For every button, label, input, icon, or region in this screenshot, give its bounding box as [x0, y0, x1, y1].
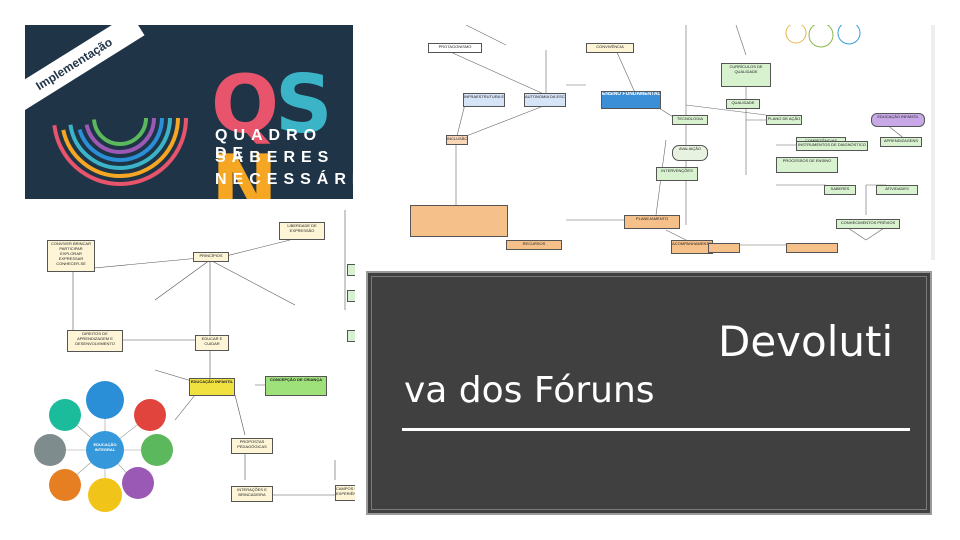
- map-node: CURRÍCULOS DE QUALIDADE: [721, 63, 771, 87]
- slide-title-line-1: Devoluti: [718, 317, 894, 366]
- map-circle-label: EDUCAÇÃO INTEGRAL: [93, 442, 117, 452]
- map-node: [410, 205, 508, 237]
- map-circle: [34, 434, 66, 466]
- map-circle: [49, 469, 81, 501]
- map-node: QUALIDADE: [726, 99, 760, 109]
- map-circle: [122, 467, 154, 499]
- map-circle: [141, 434, 173, 466]
- slide-title-line-2: va dos Fóruns: [404, 370, 655, 411]
- map-circle: [49, 399, 81, 431]
- title-panel: Devoluti va dos Fóruns: [366, 271, 932, 515]
- map-node: INFRAESTRUTURA E RECURSOS: [463, 93, 505, 107]
- map-node: PLANO DE AÇÃO: [766, 115, 802, 125]
- logo-letter: N: [211, 138, 278, 200]
- map-top-edge: [931, 25, 935, 260]
- map-node: [347, 330, 355, 342]
- map-node: CONHECIMENTOS PRÉVIOS: [836, 219, 900, 229]
- map-node: SABERES: [824, 185, 856, 195]
- map-circle: [86, 381, 124, 419]
- logo-letter: Q: [211, 58, 279, 151]
- title-underline: [402, 428, 910, 431]
- map-node: CAMPOS DE EXPERIÊNCIA: [335, 485, 355, 501]
- map-node: INTERAÇÕES E BRINCADEIRA: [231, 486, 273, 502]
- map-node: ENSINO FUNDAMENTAL: [601, 91, 661, 109]
- map-node: [347, 290, 355, 302]
- logo-letter: S: [275, 58, 333, 151]
- qsn-wordmark: QSN: [211, 58, 353, 200]
- map-circle: [134, 399, 166, 431]
- spiral-logo-icon: [52, 50, 188, 186]
- map-node: CONVIVER BRINCAR PARTICIPAR EXPLORAR EXP…: [47, 240, 95, 272]
- map-node: AUTONOMIA DA ESCOLA: [524, 93, 566, 107]
- map-node: AVALIAÇÃO: [672, 145, 708, 161]
- map-node: [708, 243, 740, 253]
- map-node: RECURSOS: [506, 240, 562, 250]
- map-circle: [86, 431, 124, 469]
- map-circle: [88, 478, 122, 512]
- logo-line-1: QUADRO DE: [215, 127, 323, 162]
- map-node: EDUCAR E CUIDAR: [195, 335, 229, 351]
- map-node: [347, 264, 355, 276]
- map-node: INTERVENÇÕES: [656, 167, 698, 181]
- concept-map-left: CONVIVER BRINCAR PARTICIPAR EXPLORAR EXP…: [25, 210, 355, 515]
- map-node: CONCEPÇÃO DE CRIANÇA: [265, 376, 327, 396]
- map-node: EDUCAÇÃO INFANTIL: [189, 378, 235, 396]
- concept-map-left-lines: [34, 210, 346, 512]
- map-node: PROTAGONISMO: [428, 43, 482, 53]
- map-node: TECNOLOGIA: [672, 115, 708, 125]
- concept-map-top: PROTAGONISMO CONVIVÊNCIA ENSINO FUNDAMEN…: [366, 25, 935, 260]
- logo-line-2: SABERES: [215, 149, 335, 166]
- map-node: INSTRUMENTOS DE DIAGNÓSTICO: [796, 141, 868, 151]
- map-node: CONVIVÊNCIA: [586, 43, 634, 53]
- logo-line-3: NECESSÁRIOS: [215, 171, 353, 188]
- map-node: PROCESSOS DE ENSINO: [776, 157, 838, 173]
- qsn-logo-panel: Implementação QSN QUADRO DE SABERES NECE…: [25, 25, 353, 199]
- map-node: PRINCÍPIOS: [193, 252, 229, 262]
- map-node: PLANEJAMENTO: [624, 215, 680, 229]
- map-node: DIREITOS DE APRENDIZAGEM E DESENVOLVIMEN…: [67, 330, 123, 352]
- map-node: ATIVIDADES: [876, 185, 918, 195]
- title-panel-inner-border: [371, 276, 927, 510]
- map-node: APRENDIZAGENS: [880, 137, 922, 147]
- map-node: PROPOSTAS PEDAGÓGICAS: [231, 438, 273, 454]
- map-node: ACOMPANHAMENTO: [671, 240, 713, 254]
- map-node: INCLUSÃO: [446, 135, 468, 145]
- map-node: EDUCAÇÃO INFANTIL: [871, 113, 925, 127]
- map-node: [786, 243, 838, 253]
- map-node: LIBERDADE DE EXPRESSÃO: [279, 222, 325, 240]
